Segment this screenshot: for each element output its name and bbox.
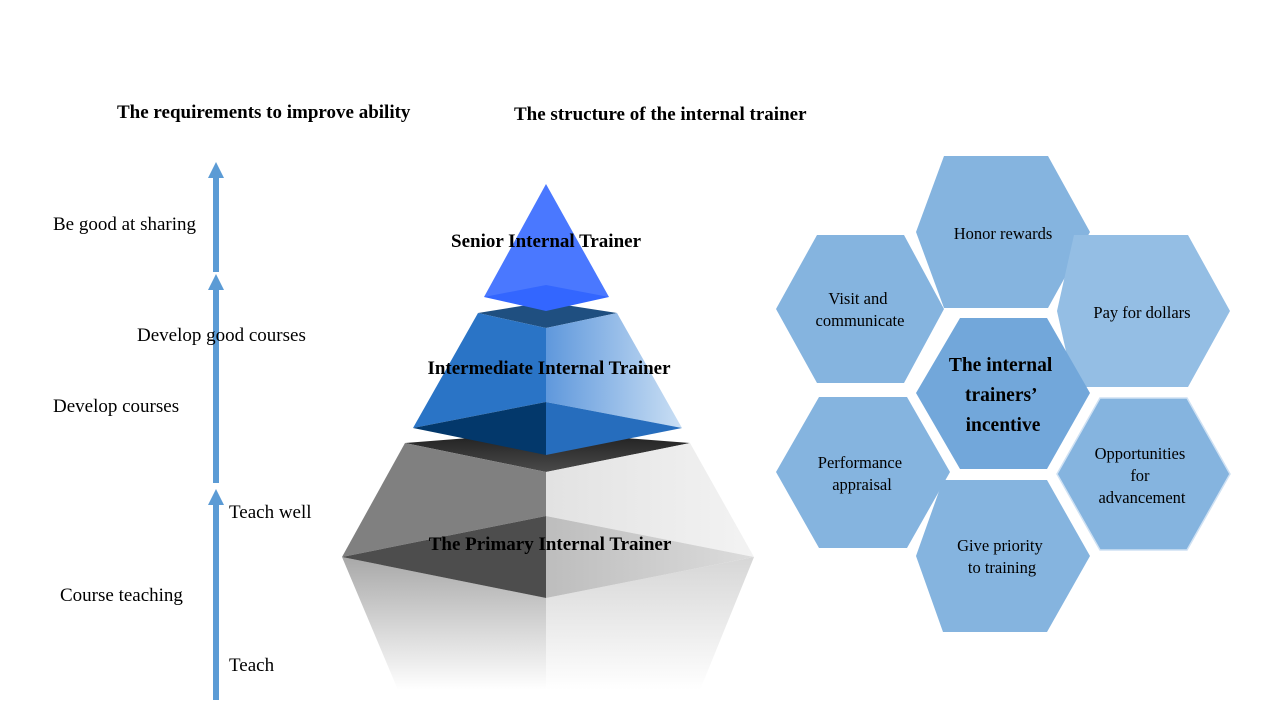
hexagon-visit-communicate-label: Visit and communicate (816, 289, 905, 330)
pyramid-intermediate-tier (413, 302, 682, 455)
intermediate-right-face (546, 313, 682, 428)
hexagon-center-label: The internal trainers’ incentive (949, 355, 1057, 436)
hexagon-center (916, 318, 1090, 469)
label-course-teaching: Course teaching (60, 585, 183, 606)
pyramid-primary-tier (342, 432, 754, 690)
requirements-heading: The requirements to improve ability (117, 102, 411, 123)
intermediate-left-face (413, 313, 546, 428)
pyramid-heading: The structure of the internal trainer (514, 104, 807, 125)
hexagon-opportunities (1056, 397, 1231, 551)
primary-bottom-left (342, 516, 546, 598)
arrow-up-icon (208, 274, 224, 483)
hexagon-give-priority-label: Give priority to training (957, 536, 1047, 577)
arrow-up-icon (208, 489, 224, 700)
primary-bottom-right (546, 516, 754, 598)
label-develop-courses: Develop courses (53, 396, 179, 417)
hexagon-performance-appraisal (776, 397, 950, 548)
primary-reflection-left (342, 557, 546, 690)
hexagon-give-priority (916, 480, 1090, 632)
primary-left-face (342, 443, 546, 557)
label-be-good-at-sharing: Be good at sharing (53, 214, 197, 235)
senior-triangle (484, 184, 609, 297)
primary-reflection-right (546, 557, 754, 690)
hexagon-pay-for-dollars (1057, 235, 1230, 387)
pyramid-senior-tier (484, 184, 609, 311)
label-develop-good-courses: Develop good courses (137, 325, 306, 346)
arrow-up-icon (208, 162, 224, 272)
intermediate-bottom-right (546, 402, 682, 455)
label-teach-well: Teach well (229, 502, 312, 523)
level-senior-label: Senior Internal Trainer (451, 231, 642, 252)
hexagon-honor-rewards (916, 156, 1090, 308)
intermediate-bottom-left (413, 402, 546, 455)
hexagon-honor-rewards-label: Honor rewards (954, 224, 1053, 243)
senior-bottom-face (484, 285, 609, 311)
intermediate-top-face (478, 302, 617, 328)
hexagon-pay-for-dollars-label: Pay for dollars (1093, 303, 1190, 322)
level-primary-label: The Primary Internal Trainer (429, 534, 672, 555)
hexagon-opportunities-label: Opportunities for advancement (1095, 444, 1190, 507)
label-teach: Teach (229, 655, 275, 676)
progress-arrows (208, 162, 224, 700)
primary-right-face (546, 443, 754, 557)
level-intermediate-label: Intermediate Internal Trainer (427, 358, 671, 379)
hexagon-visit-communicate (776, 235, 944, 383)
hexagon-performance-appraisal-label: Performance appraisal (818, 453, 906, 494)
incentive-hexagons (776, 156, 1231, 632)
